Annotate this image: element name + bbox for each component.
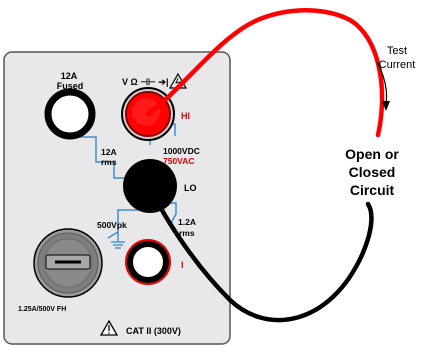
circuit-label-3: Circuit [350,182,395,198]
red-test-lead[interactable] [145,8,385,138]
lo-label: LO [184,183,197,193]
i-rms-label-2: rms [179,228,195,238]
test-current-label-2: Current [379,59,416,71]
cat-label: CAT II (300V) [126,326,181,336]
circuit-label-1: Open or [345,146,399,162]
i-label: I [181,260,184,270]
warning-triangle-icon [99,319,119,336]
black-test-lead[interactable] [147,183,374,323]
fuse-label: 1.25A/500V FH [18,306,66,313]
fused-label-1: 12A [61,71,78,81]
dc-rating: 1000VDC [163,146,200,156]
current-arrow-icon [376,61,390,111]
rms-label-1: 12A [101,147,117,157]
hi-label: HI [181,111,190,121]
ground-icon [111,232,125,249]
rms-label-2: rms [101,157,117,167]
jack-12a-fused[interactable] [44,88,96,140]
test-current-label-1: Test [387,45,407,57]
front-panel [3,51,231,345]
vpk-label: 500Vpk [97,220,127,230]
fuse-holder [33,228,103,298]
ac-rating: 750VAC [163,156,195,166]
circuit-label-2: Closed [349,164,396,180]
jack-i[interactable] [125,239,171,285]
function-symbols: V Ω ⊣⊢ ➔| [122,77,168,87]
fused-label-2: Fused [57,81,84,91]
i-rms-label-1: 1.2A [178,217,196,227]
